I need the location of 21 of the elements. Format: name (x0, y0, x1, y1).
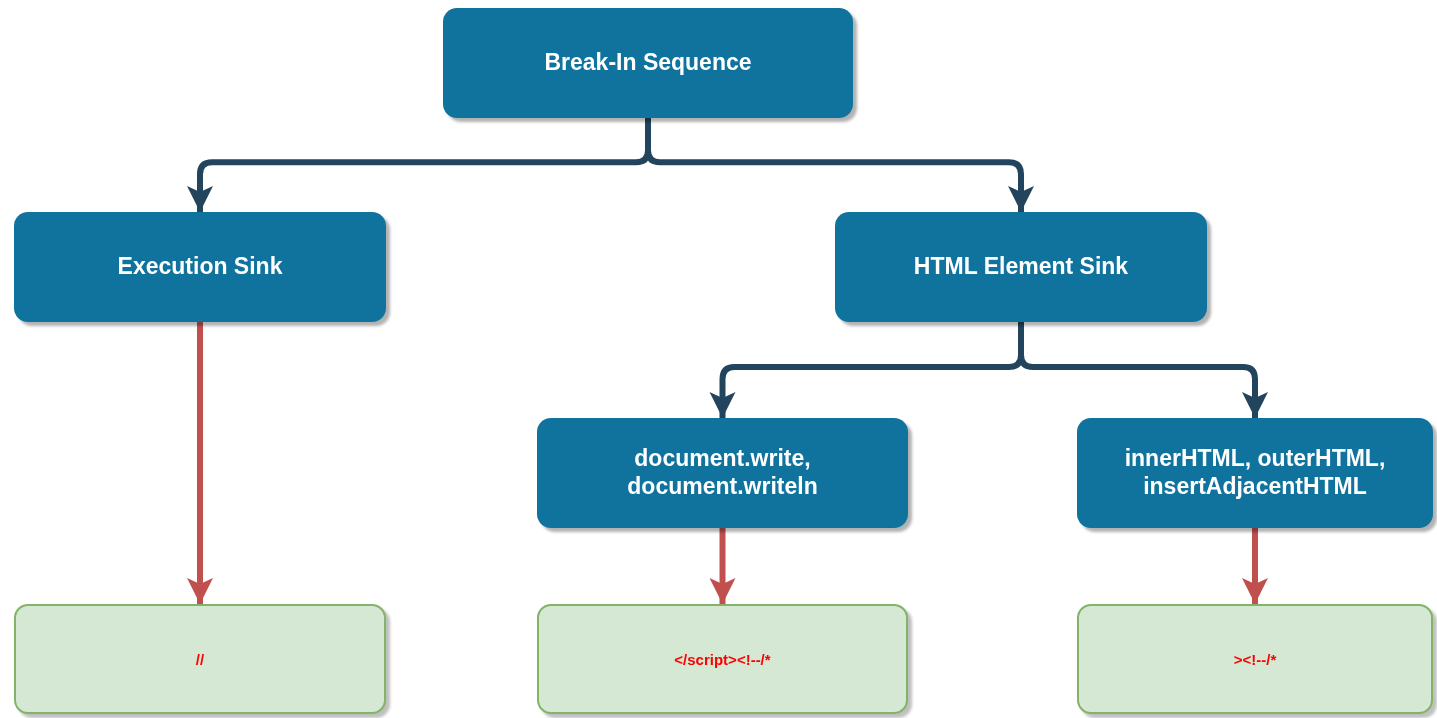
process-box (14, 212, 386, 322)
arrow (709, 528, 736, 604)
arrow (187, 322, 213, 604)
payload-text: ><!--/* (1233, 650, 1277, 668)
process-box (443, 8, 853, 118)
output-box (14, 604, 386, 714)
payload-text: </script><!--/* (674, 650, 771, 668)
box-label: innerHTML, outerHTML, insertAdjacentHTML (1123, 445, 1387, 501)
arrow (1242, 528, 1268, 604)
process-box (1077, 418, 1433, 528)
output-box (537, 604, 908, 714)
output-box (1077, 604, 1433, 714)
payload-text: // (195, 650, 205, 668)
arrow (1018, 322, 1268, 418)
box-label: HTML Element Sink (912, 253, 1130, 281)
box-label: document.write, document.writeln (626, 445, 819, 501)
process-box (537, 418, 908, 528)
box-label: Execution Sink (116, 253, 284, 281)
box-label: Break-In Sequence (543, 49, 753, 77)
arrow (645, 118, 1034, 212)
process-box (835, 212, 1207, 322)
